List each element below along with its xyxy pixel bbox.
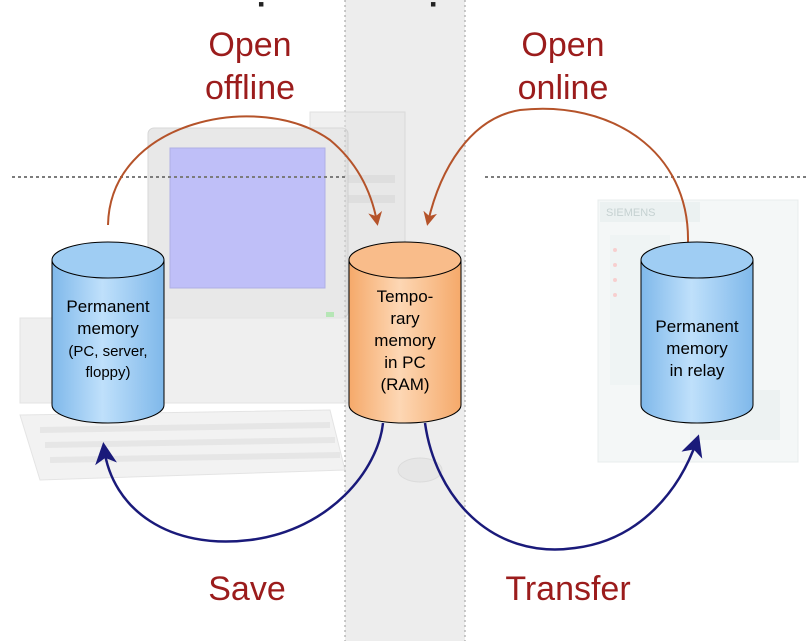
permanent-memory-relay-cylinder: Permanent memory in relay xyxy=(640,241,754,424)
open-online-label-line2: online xyxy=(518,69,609,107)
temporary-memory-ram-cylinder: Tempo- rary memory in PC (RAM) xyxy=(348,241,462,424)
open-online-arrow xyxy=(423,107,690,244)
left-cylinder-line2: memory xyxy=(77,319,139,338)
center-cylinder-line4: in PC xyxy=(384,353,426,372)
center-cylinder-line5: (RAM) xyxy=(380,375,429,394)
computer-tower-slot xyxy=(320,175,395,183)
left-cylinder-line4: floppy) xyxy=(85,364,130,381)
right-cylinder-line1: Permanent xyxy=(655,317,738,336)
transfer-arrow xyxy=(423,422,703,551)
computer-tower-slot xyxy=(320,195,395,203)
computer-power-led xyxy=(326,312,334,317)
transfer-label: Transfer xyxy=(505,570,630,608)
center-cylinder-line3: memory xyxy=(374,331,436,350)
open-online-label-line1: Open xyxy=(521,26,604,64)
left-cylinder-line3: (PC, server, xyxy=(68,343,147,360)
permanent-memory-pc-cylinder: Permanent memory (PC, server, floppy) xyxy=(51,241,165,424)
computer-screen xyxy=(169,147,326,289)
center-cylinder-line1: Tempo- xyxy=(377,287,434,306)
relay-device-header xyxy=(600,202,700,222)
left-cylinder-line1: Permanent xyxy=(66,297,149,316)
top-edge-artifact: ▪ xyxy=(430,0,436,14)
relay-brand-label: SIEMENS xyxy=(606,207,656,219)
right-cylinder-line3: in relay xyxy=(670,361,725,380)
relay-led xyxy=(613,263,617,267)
relay-led xyxy=(613,293,617,297)
keyboard-row xyxy=(44,437,336,448)
keyboard-row xyxy=(39,422,331,433)
open-offline-label-line2: offline xyxy=(205,69,295,107)
save-arrow xyxy=(95,422,385,543)
relay-led xyxy=(613,278,617,282)
right-cylinder-line2: memory xyxy=(666,339,728,358)
relay-led xyxy=(613,248,617,252)
open-offline-arrow xyxy=(107,115,383,226)
top-edge-artifact: ▪ xyxy=(258,0,264,14)
computer-mouse xyxy=(397,457,443,483)
save-label: Save xyxy=(208,570,286,608)
open-offline-label-line1: Open xyxy=(208,26,291,64)
center-cylinder-line2: rary xyxy=(390,309,420,328)
